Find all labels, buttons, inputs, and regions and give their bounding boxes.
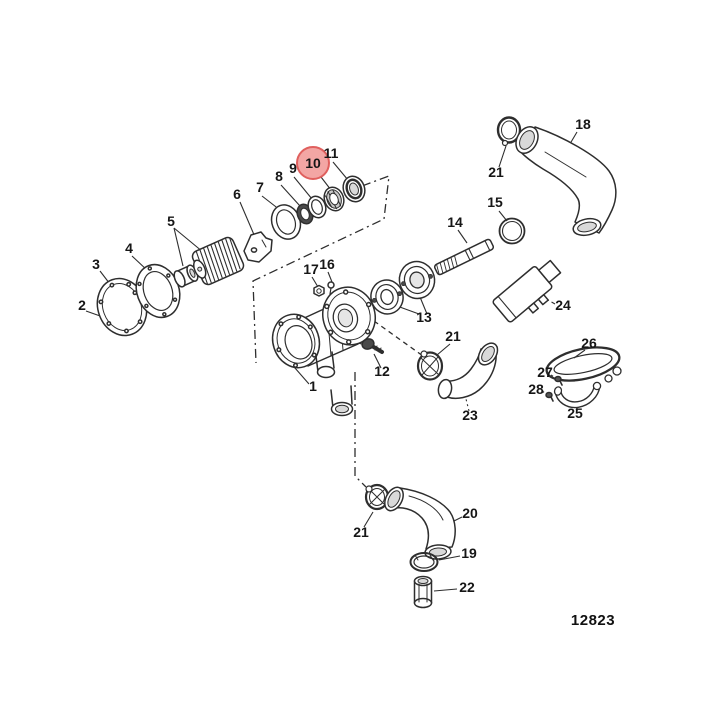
part-6-cam-plate bbox=[243, 231, 273, 263]
part-25-tube bbox=[553, 381, 602, 409]
part-21-clamp-top bbox=[496, 116, 522, 147]
part-callout-5[interactable]: 5 bbox=[167, 213, 175, 229]
part-callout-8[interactable]: 8 bbox=[275, 168, 283, 184]
part-callout-23[interactable]: 23 bbox=[462, 407, 478, 423]
part-callout-24[interactable]: 24 bbox=[555, 297, 571, 313]
part-callout-17[interactable]: 17 bbox=[303, 261, 319, 277]
part-9-washer bbox=[307, 195, 327, 219]
part-10-seal bbox=[323, 186, 345, 212]
part-18-elbow-hose bbox=[515, 126, 617, 237]
part-17-nut bbox=[313, 284, 325, 297]
part-28-screw bbox=[545, 391, 554, 402]
part-callout-19[interactable]: 19 bbox=[461, 545, 477, 561]
seal-group-boundary bbox=[252, 175, 390, 364]
part-callout-2[interactable]: 2 bbox=[78, 297, 86, 313]
part-callout-22[interactable]: 22 bbox=[459, 579, 475, 595]
part-callout-25[interactable]: 25 bbox=[567, 405, 583, 421]
drawing-number: 12823 bbox=[571, 612, 615, 629]
part-callout-16[interactable]: 16 bbox=[319, 256, 335, 272]
part-callout-26[interactable]: 26 bbox=[581, 335, 597, 351]
part-7-gasket-ring bbox=[270, 204, 302, 240]
diagram-line-art bbox=[96, 116, 622, 609]
part-callout-3[interactable]: 3 bbox=[92, 256, 100, 272]
bottom-axis-line bbox=[354, 372, 367, 488]
part-callout-21b[interactable]: 21 bbox=[445, 328, 461, 344]
part-callout-18[interactable]: 18 bbox=[575, 116, 591, 132]
pump-to-hose23-dashes bbox=[373, 320, 424, 357]
part-14-shaft bbox=[433, 238, 495, 276]
part-callout-14[interactable]: 14 bbox=[447, 214, 463, 230]
part-26-loop-hose bbox=[545, 346, 622, 383]
part-13-bearing-outer bbox=[398, 260, 436, 300]
part-callout-7[interactable]: 7 bbox=[256, 179, 264, 195]
part-callout-4[interactable]: 4 bbox=[125, 240, 133, 256]
part-11-seal-ring bbox=[342, 175, 366, 203]
part-21-clamp-mid bbox=[416, 350, 444, 381]
assembly-axis-lines bbox=[252, 175, 424, 488]
part-callout-28[interactable]: 28 bbox=[528, 381, 544, 397]
part-callout-27[interactable]: 27 bbox=[537, 364, 553, 380]
part-3-cover-plate bbox=[96, 277, 148, 337]
part-callout-21c[interactable]: 21 bbox=[353, 524, 369, 540]
part-20-elbow-hose bbox=[384, 486, 456, 560]
part-22-fitting bbox=[413, 575, 433, 609]
part-23-elbow-hose bbox=[437, 342, 499, 400]
part-callout-11[interactable]: 11 bbox=[324, 145, 339, 161]
highlight-marker[interactable] bbox=[296, 146, 330, 180]
part-15-o-ring bbox=[498, 217, 526, 245]
callout-labels: 2 3 4 5 6 7 8 9 10 11 17 16 1 12 13 14 1… bbox=[78, 116, 597, 595]
part-callout-20[interactable]: 20 bbox=[462, 505, 478, 521]
part-callout-9[interactable]: 9 bbox=[289, 160, 297, 176]
part-callout-6[interactable]: 6 bbox=[233, 186, 241, 202]
part-4-gasket bbox=[135, 263, 181, 319]
part-callout-15[interactable]: 15 bbox=[487, 194, 503, 210]
part-callout-1[interactable]: 1 bbox=[309, 378, 317, 394]
part-1-pump-housing bbox=[271, 286, 376, 417]
part-callout-10[interactable]: 10 bbox=[305, 155, 321, 171]
part-19-clamp-ring bbox=[409, 552, 439, 572]
part-13-bearing-inner bbox=[370, 279, 404, 315]
part-24-canister bbox=[492, 259, 562, 323]
part-callout-13[interactable]: 13 bbox=[416, 309, 432, 325]
part-callout-12[interactable]: 12 bbox=[374, 363, 390, 379]
part-5-impeller bbox=[191, 236, 245, 286]
part-12-screw bbox=[361, 338, 384, 354]
part-27-screw bbox=[554, 375, 563, 386]
part-callout-21a[interactable]: 21 bbox=[488, 164, 504, 180]
part-16-clip bbox=[327, 281, 335, 295]
